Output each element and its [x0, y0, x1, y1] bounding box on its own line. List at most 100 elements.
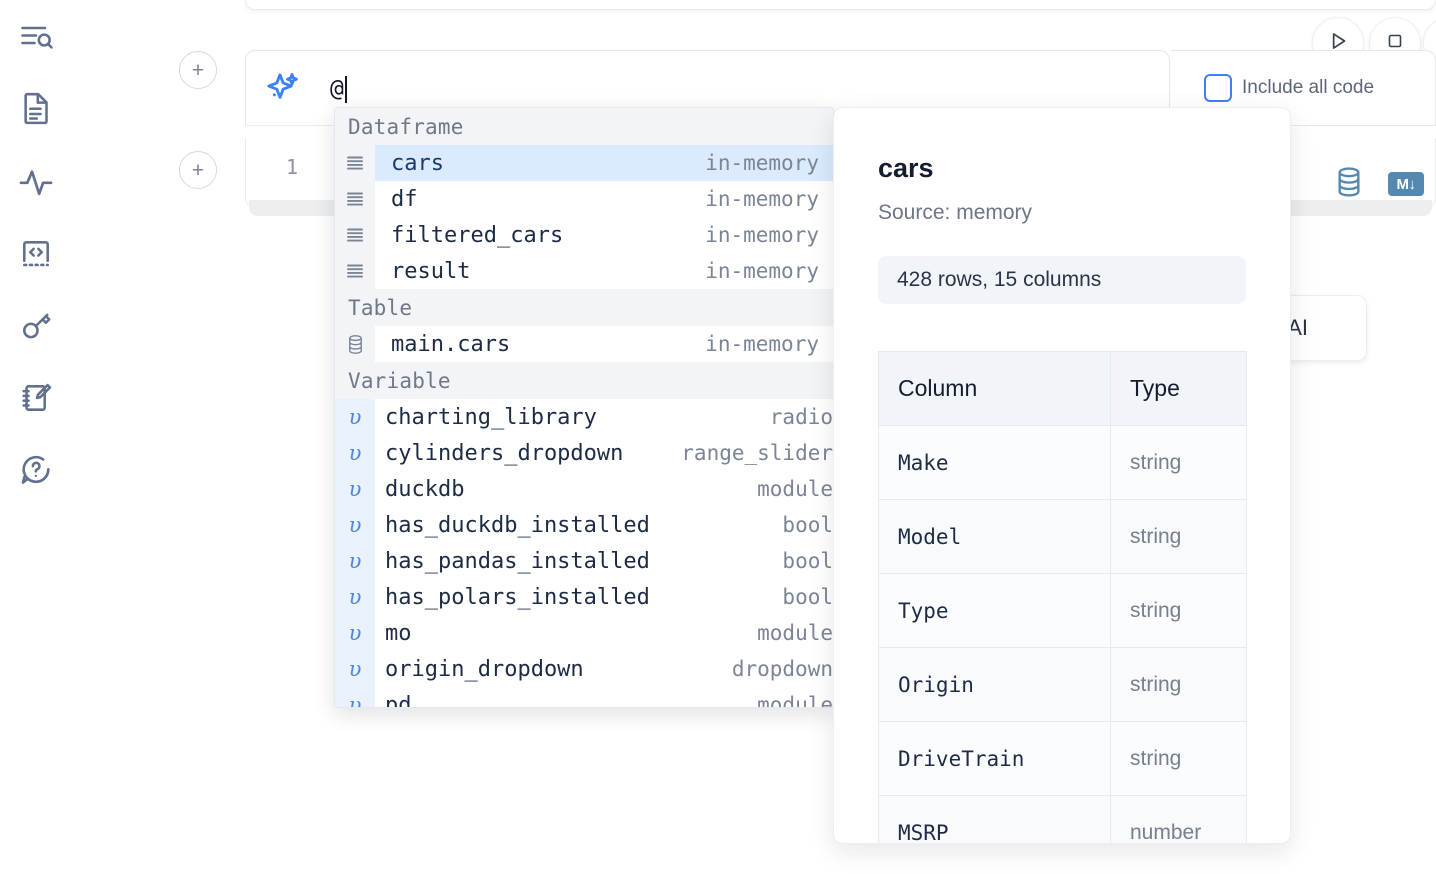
- sidebar-item-secrets[interactable]: [12, 302, 60, 350]
- variable-icon: υ: [335, 399, 375, 435]
- previous-cell-stub: [245, 0, 1436, 10]
- preview-title: cars: [878, 153, 934, 183]
- variable-icon: υ: [335, 651, 375, 687]
- sidebar-item-snippets[interactable]: [12, 230, 60, 278]
- variable-icon: υ: [335, 687, 375, 707]
- preview-column-type: string: [1110, 573, 1247, 648]
- preview-column-type: string: [1110, 499, 1247, 574]
- text-caret: [344, 75, 347, 103]
- preview-source: Source: memory: [878, 201, 1033, 224]
- include-all-code-label: Include all code: [1242, 77, 1375, 98]
- include-all-code-row[interactable]: Include all code: [1204, 74, 1374, 102]
- autocomplete-item-name: pd: [385, 692, 412, 708]
- autocomplete-item[interactable]: filtered_cars in-memory: [335, 217, 833, 253]
- autocomplete-item-type: dropdown: [731, 657, 833, 681]
- variable-icon: υ: [335, 615, 375, 651]
- autocomplete-item[interactable]: υ cylinders_dropdown range_slider: [335, 435, 833, 471]
- preview-column-name: Model: [878, 499, 1111, 574]
- autocomplete-item-name: result: [391, 258, 471, 284]
- sidebar-item-help[interactable]: [12, 446, 60, 494]
- database-icon[interactable]: [1334, 166, 1364, 203]
- autocomplete-item[interactable]: υ has_duckdb_installed bool: [335, 507, 833, 543]
- autocomplete-item-name: duckdb: [385, 476, 465, 502]
- plus-icon: +: [191, 58, 205, 82]
- dataframe-icon: [335, 145, 375, 181]
- play-icon: [1325, 28, 1351, 59]
- dataframe-icon: [335, 217, 375, 253]
- line-number: 1: [285, 155, 298, 179]
- autocomplete-item[interactable]: υ charting_library radio: [335, 399, 833, 435]
- preview-table-header: Type: [1110, 351, 1247, 426]
- autocomplete-item-type: module: [757, 693, 833, 708]
- autocomplete-item-name: main.cars: [391, 331, 511, 357]
- sidebar-item-notebook[interactable]: [12, 84, 60, 132]
- table-icon: [335, 326, 375, 362]
- autocomplete-item-type: module: [757, 621, 833, 645]
- code-snippet-icon: [18, 236, 54, 272]
- autocomplete-item-type: bool: [782, 513, 833, 537]
- autocomplete-item-name: filtered_cars: [391, 222, 564, 248]
- autocomplete-group-header: Variable: [335, 362, 833, 399]
- preview-column-type: string: [1110, 721, 1247, 796]
- dataframe-icon: [335, 253, 375, 289]
- preview-shape-badge: 428 rows, 15 columns: [878, 256, 1246, 304]
- autocomplete-item-name: has_duckdb_installed: [385, 512, 650, 538]
- autocomplete-item[interactable]: result in-memory: [335, 253, 833, 289]
- autocomplete-item-name: charting_library: [385, 404, 597, 430]
- add-cell-below-button[interactable]: +: [179, 151, 217, 189]
- completion-preview-panel: cars Source: memory 428 rows, 15 columns…: [833, 107, 1291, 844]
- preview-column-name: DriveTrain: [878, 721, 1111, 796]
- sidebar-item-explore[interactable]: [12, 13, 60, 61]
- autocomplete-item-type: range_slider: [681, 441, 833, 465]
- autocomplete-item-type: in-memory: [705, 259, 819, 283]
- include-all-code-checkbox[interactable]: [1204, 74, 1232, 102]
- ai-prompt-text[interactable]: @: [330, 70, 347, 108]
- dataframe-icon: [335, 181, 375, 217]
- autocomplete-item-name: cylinders_dropdown: [385, 440, 624, 466]
- sidebar-item-scratchpad[interactable]: [12, 374, 60, 422]
- add-cell-above-button[interactable]: +: [179, 51, 217, 89]
- preview-column-type: string: [1110, 425, 1247, 500]
- sidebar-rail: [0, 0, 72, 874]
- preview-column-name: MSRP: [878, 795, 1111, 843]
- markdown-icon[interactable]: M↓: [1388, 172, 1424, 196]
- notepad-edit-icon: [18, 380, 54, 416]
- autocomplete-item-name: mo: [385, 620, 412, 646]
- preview-column-type: string: [1110, 647, 1247, 722]
- preview-column-name: Make: [878, 425, 1111, 500]
- autocomplete-item-type: in-memory: [705, 151, 819, 175]
- sparkles-icon: [265, 70, 301, 106]
- file-search-icon: [18, 19, 54, 55]
- autocomplete-item-name: df: [391, 186, 418, 212]
- autocomplete-item-name: has_polars_installed: [385, 584, 650, 610]
- markdown-badge-label: M↓: [1388, 172, 1424, 196]
- autocomplete-item-type: module: [757, 477, 833, 501]
- document-icon: [18, 90, 54, 126]
- autocomplete-group-header: Dataframe: [335, 108, 833, 145]
- autocomplete-item-type: in-memory: [705, 223, 819, 247]
- preview-table-header: Column: [878, 351, 1111, 426]
- autocomplete-item-type: radio: [769, 405, 833, 429]
- variable-icon: υ: [335, 507, 375, 543]
- variable-icon: υ: [335, 543, 375, 579]
- sidebar-item-activity[interactable]: [12, 158, 60, 206]
- preview-column-name: Origin: [878, 647, 1111, 722]
- variable-icon: υ: [335, 435, 375, 471]
